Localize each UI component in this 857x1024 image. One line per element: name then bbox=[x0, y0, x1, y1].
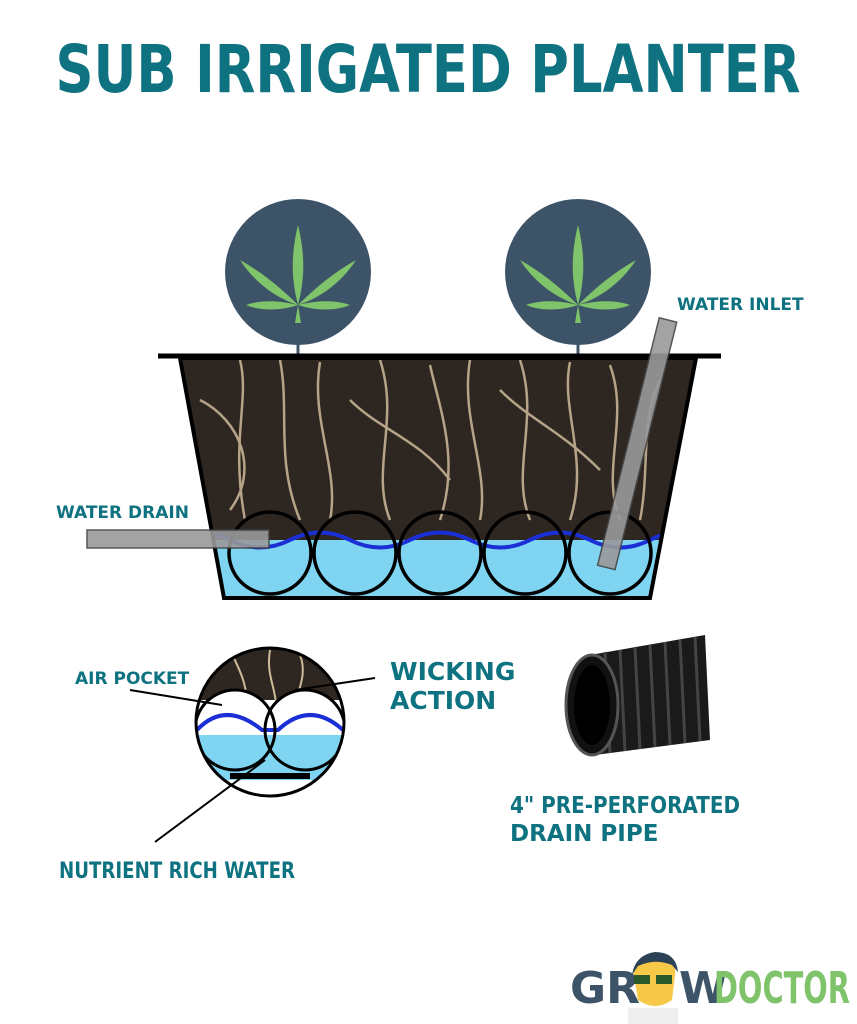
pointer-wicking bbox=[294, 677, 376, 691]
plant-left bbox=[225, 199, 371, 356]
logo-text-w: W bbox=[679, 963, 728, 1014]
label-wicking-1: WICKING bbox=[390, 657, 515, 686]
label-air-pocket: AIR POCKET bbox=[75, 669, 190, 689]
pointer-nutrient-water bbox=[154, 759, 266, 843]
logo-text-gr: GR bbox=[570, 963, 640, 1014]
logo-text-doctor: DOCTOR bbox=[714, 963, 850, 1014]
corrugated-drain-pipe-image bbox=[564, 635, 710, 757]
label-water-inlet: WATER INLET bbox=[677, 295, 804, 315]
label-nutrient-water: NUTRIENT RICH WATER bbox=[59, 859, 295, 884]
plant-right bbox=[505, 199, 651, 356]
page-title: SUB IRRIGATED PLANTER bbox=[56, 31, 801, 108]
doctor-avatar-icon bbox=[628, 952, 678, 1024]
detail-magnifier bbox=[194, 646, 346, 798]
label-drain-pipe-2: DRAIN PIPE bbox=[510, 821, 658, 847]
water-inlet-pipe bbox=[596, 316, 678, 571]
perforated-pipes bbox=[227, 510, 653, 596]
pointer-air-pocket bbox=[129, 689, 223, 706]
label-water-drain: WATER DRAIN bbox=[56, 503, 189, 523]
label-wicking-2: ACTION bbox=[390, 686, 496, 715]
water-drain-pipe bbox=[86, 529, 270, 549]
label-drain-pipe-1: 4" PRE-PERFORATED bbox=[510, 793, 740, 819]
roots bbox=[199, 359, 662, 521]
growdoctor-logo: GR W DOCTOR bbox=[570, 952, 850, 1024]
